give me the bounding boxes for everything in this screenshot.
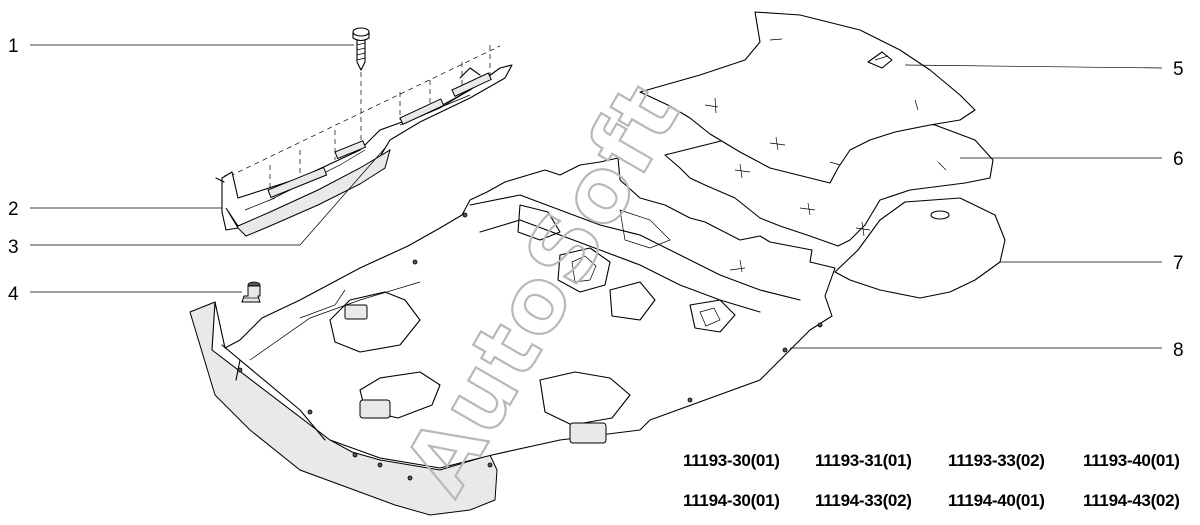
- model-code: 11193-33(02): [948, 451, 1045, 470]
- small-mat-part-7: [834, 197, 1006, 299]
- model-code: 11194-40(01): [948, 491, 1045, 510]
- callout-4: 4: [8, 284, 19, 305]
- floor-carpet-part-8: [189, 157, 836, 516]
- model-code: 11193-40(01): [1083, 451, 1180, 470]
- callout-5: 5: [1173, 59, 1184, 80]
- callout-3: 3: [8, 237, 19, 258]
- model-code: 11194-43(02): [1083, 491, 1180, 510]
- model-code: 11194-33(02): [815, 491, 912, 510]
- callout-8: 8: [1173, 340, 1184, 361]
- model-code: 11194-30(01): [683, 491, 780, 510]
- callout-7: 7: [1173, 253, 1184, 274]
- model-codes: 11193-30(01) 11193-31(01) 11193-33(02) 1…: [683, 451, 1180, 510]
- callout-1: 1: [8, 36, 19, 57]
- rear-mat-part-5: [639, 11, 976, 184]
- callout-numbers: 1 2 3 4 5 6 7 8: [8, 36, 1184, 361]
- sill-trim-part-2-3: [215, 45, 513, 237]
- callout-2: 2: [8, 199, 19, 220]
- screw-part-1: [352, 27, 370, 140]
- model-code: 11193-31(01): [815, 451, 912, 470]
- model-code: 11193-30(01): [683, 451, 780, 470]
- leader-lines: [30, 44, 1163, 349]
- callout-6: 6: [1173, 149, 1184, 170]
- clip-part-4: [241, 281, 261, 303]
